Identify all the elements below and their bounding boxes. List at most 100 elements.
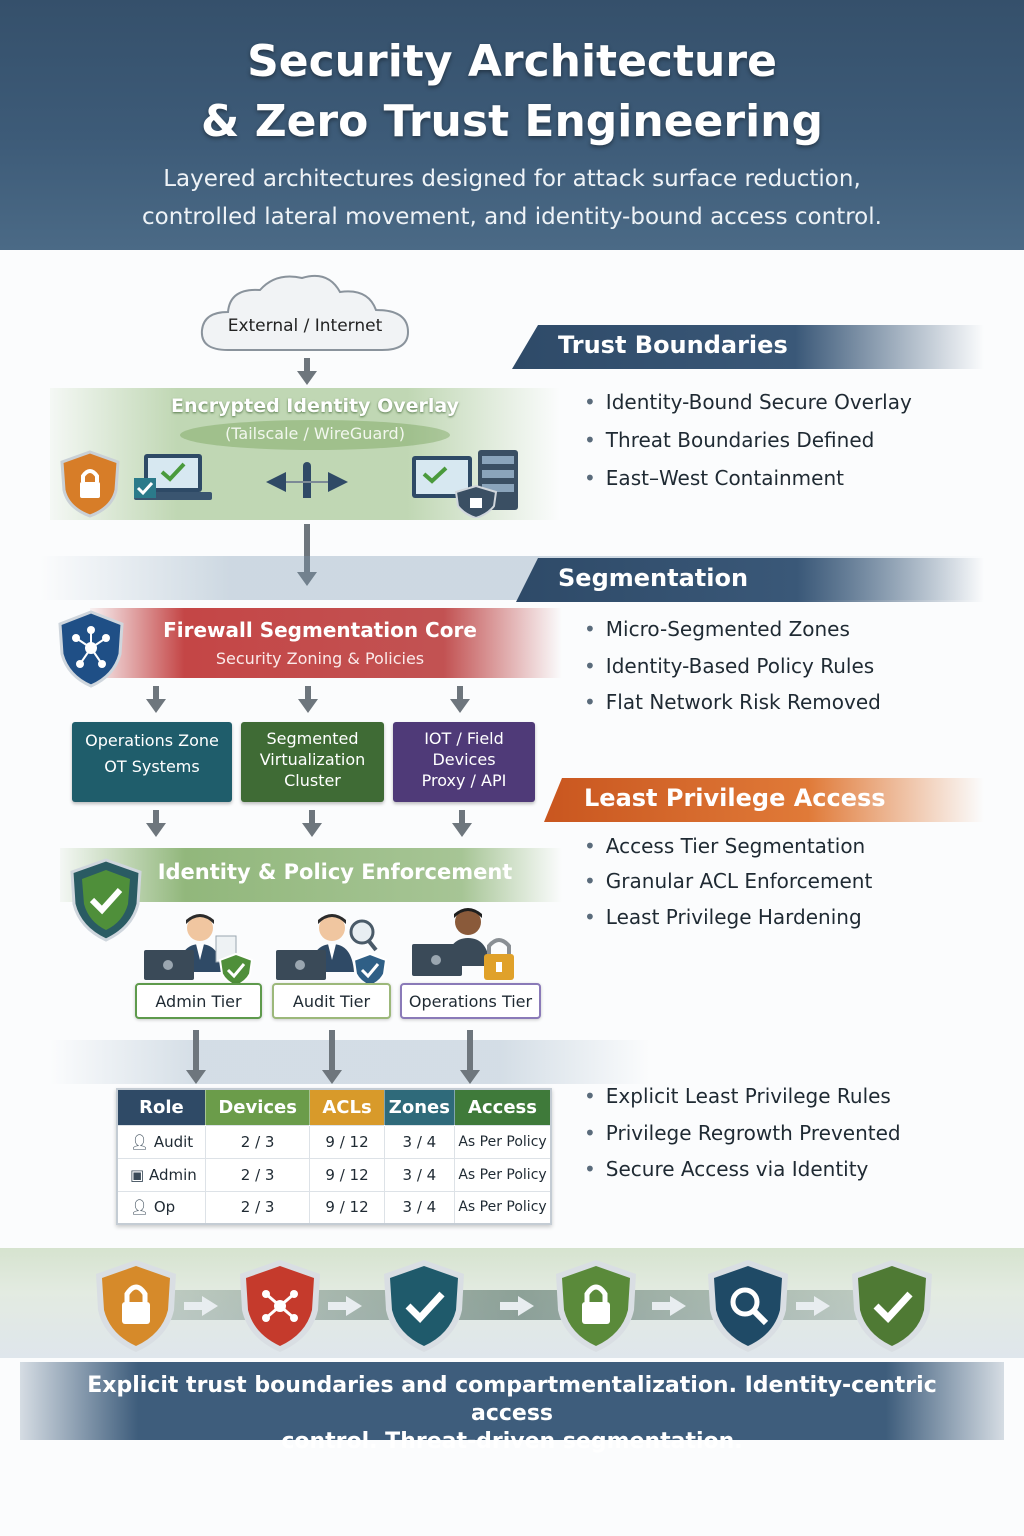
table-row: ▣ Admin 2 / 3 9 / 12 3 / 4 As Per Policy: [117, 1157, 552, 1191]
bullet-item: Secure Access via Identity: [584, 1157, 869, 1181]
footer-line: Explicit trust boundaries and compartmen…: [87, 1373, 937, 1426]
bullet-item: Micro-Segmented Zones: [584, 617, 850, 641]
segmentation-heading: Segmentation: [558, 564, 749, 592]
network-shield-icon: [58, 610, 124, 688]
bullet-item: Access Tier Segmentation: [584, 834, 865, 858]
zone-line: OT Systems: [104, 757, 200, 776]
right-arrow-icon: [500, 1296, 534, 1316]
firewall-subtitle: Security Zoning & Policies: [215, 649, 425, 668]
access-cell: As Per Policy: [454, 1124, 552, 1158]
down-arrow-icon: [302, 810, 322, 837]
footer-text: Explicit trust boundaries and compartmen…: [60, 1372, 964, 1456]
overlay-subtitle: (Tailscale / WireGuard): [225, 424, 405, 443]
down-arrow-icon: [460, 1030, 480, 1084]
devices-cell: 2 / 3: [205, 1124, 311, 1158]
role-cell: ▣ Admin: [117, 1157, 206, 1191]
check-shield-icon: [70, 858, 142, 942]
user-icon: 👤︎: [130, 1132, 150, 1151]
bullet-item: Threat Boundaries Defined: [584, 428, 875, 452]
shield-network-icon: [240, 1260, 320, 1352]
bullet-item: Privilege Regrowth Prevented: [584, 1121, 901, 1145]
role-cell: 👤︎ Audit: [117, 1124, 206, 1158]
column-header-acls: ACLs: [309, 1089, 385, 1125]
acls-cell: 9 / 12: [309, 1157, 385, 1191]
server-monitor-icon: [412, 450, 518, 518]
bullet-item: Identity-Based Policy Rules: [584, 654, 874, 678]
zone-line: Cluster: [284, 771, 341, 790]
down-arrow-icon: [322, 1030, 342, 1084]
identity-policy-title: Identity & Policy Enforcement: [157, 860, 513, 884]
column-header-role: Role: [117, 1089, 206, 1125]
down-arrow-icon: [146, 686, 166, 713]
zone-virtualization: Segmented Virtualization Cluster: [241, 722, 384, 802]
right-arrow-icon: [328, 1296, 362, 1316]
admin-badge-icon: ▣: [130, 1165, 145, 1184]
zone-line: Devices: [432, 750, 496, 769]
bullet-item: East–West Containment: [584, 466, 844, 490]
role-label: Audit: [153, 1132, 194, 1151]
identity-policy-band: [60, 848, 562, 902]
column-header-devices: Devices: [205, 1089, 311, 1125]
table-row: 👤︎ Op 2 / 3 9 / 12 3 / 4 As Per Policy: [117, 1190, 552, 1224]
operations-user-icon: [412, 908, 514, 980]
column-header-access: Access: [454, 1089, 552, 1125]
lock-shield-icon: [60, 450, 120, 518]
right-arrow-icon: [184, 1296, 218, 1316]
shield-lock-icon: [556, 1260, 636, 1352]
overlay-title: Encrypted Identity Overlay: [171, 395, 459, 417]
zones-cell: 3 / 4: [384, 1190, 456, 1224]
shield-check-icon: [384, 1260, 464, 1352]
connection-node-icon: [266, 462, 348, 498]
zone-line: Segmented: [266, 729, 359, 748]
operations-tier-label: Operations Tier: [400, 983, 541, 1019]
zone-line: Virtualization: [259, 750, 366, 769]
down-arrow-icon: [297, 358, 317, 385]
zone-line: IOT / Field: [424, 729, 504, 748]
devices-cell: 2 / 3: [205, 1157, 311, 1191]
bullet-item: Identity-Bound Secure Overlay: [584, 390, 912, 414]
footer-line: control. Threat-driven segmentation.: [281, 1429, 743, 1454]
least-privilege-banner: [544, 778, 984, 822]
bullet-item: Explicit Least Privilege Rules: [584, 1084, 891, 1108]
zones-cell: 3 / 4: [384, 1124, 456, 1158]
zone-operations: Operations Zone OT Systems: [72, 722, 232, 802]
devices-cell: 2 / 3: [205, 1190, 311, 1224]
acls-cell: 9 / 12: [309, 1124, 385, 1158]
down-arrow-icon: [186, 1030, 206, 1084]
page-subtitle-line2: controlled lateral movement, and identit…: [142, 204, 882, 230]
down-arrow-icon: [450, 686, 470, 713]
right-arrow-icon: [652, 1296, 686, 1316]
overlay-glow: [180, 420, 450, 450]
role-cell: 👤︎ Op: [117, 1190, 206, 1224]
zone-line: Operations Zone: [85, 731, 219, 750]
divider-band: [50, 1040, 650, 1084]
table-header-row: Role Devices ACLs Zones Access: [117, 1089, 552, 1125]
trust-boundaries-heading: Trust Boundaries: [558, 331, 788, 359]
down-arrow-icon: [452, 810, 472, 837]
admin-user-icon: [144, 914, 254, 986]
segmentation-banner: [516, 558, 984, 602]
shield-search-icon: [708, 1260, 788, 1352]
down-arrow-icon: [298, 686, 318, 713]
cloud-icon: [200, 274, 410, 351]
bullet-item: Least Privilege Hardening: [584, 905, 862, 929]
firewall-title: Firewall Segmentation Core: [163, 618, 477, 642]
down-arrow-icon: [297, 524, 317, 586]
shield-lock-icon: [96, 1260, 176, 1352]
page-title-line2: & Zero Trust Engineering: [201, 96, 823, 147]
audit-tier-label: Audit Tier: [272, 983, 391, 1019]
header-banner: [0, 0, 1024, 250]
down-arrow-icon: [146, 810, 166, 837]
audit-user-icon: [276, 914, 388, 986]
role-label: Op: [153, 1198, 176, 1217]
laptop-icon: [134, 454, 212, 500]
user-icon: 👤︎: [130, 1198, 150, 1217]
zone-iot: IOT / Field Devices Proxy / API: [393, 722, 535, 802]
zones-cell: 3 / 4: [384, 1157, 456, 1191]
firewall-core-band: [90, 608, 562, 678]
trust-boundaries-banner: [512, 325, 984, 369]
acls-cell: 9 / 12: [309, 1190, 385, 1224]
bullet-item: Flat Network Risk Removed: [584, 690, 881, 714]
access-matrix-table: Role Devices ACLs Zones Access 👤︎ Audit …: [116, 1088, 552, 1225]
page-title-line1: Security Architecture: [247, 36, 777, 87]
